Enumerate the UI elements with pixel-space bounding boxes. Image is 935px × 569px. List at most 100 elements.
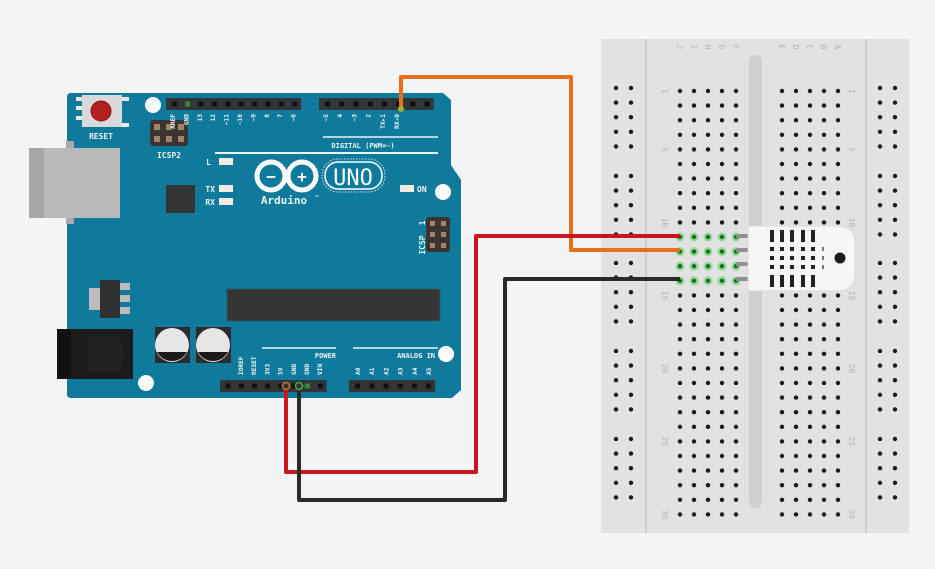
breadboard-hole[interactable]: [807, 424, 813, 429]
breadboard-hole[interactable]: [793, 453, 799, 459]
breadboard-hole[interactable]: [733, 205, 739, 210]
breadboard-hole[interactable]: [705, 176, 711, 181]
header-pin[interactable]: [225, 383, 231, 389]
rail-hole[interactable]: [892, 480, 898, 485]
breadboard-hole[interactable]: [733, 512, 739, 517]
breadboard-hole[interactable]: [821, 424, 827, 429]
breadboard-hole[interactable]: [807, 395, 813, 400]
header-pin[interactable]: [369, 383, 375, 389]
breadboard-hole[interactable]: [807, 132, 813, 137]
breadboard-hole[interactable]: [807, 497, 813, 502]
rail-hole[interactable]: [628, 173, 634, 179]
red-power-wire[interactable]: [284, 234, 680, 474]
breadboard-hole[interactable]: [793, 147, 799, 152]
breadboard-hole[interactable]: [705, 278, 711, 283]
breadboard-hole[interactable]: [691, 205, 697, 210]
rail-hole[interactable]: [628, 85, 634, 91]
rail-hole[interactable]: [613, 407, 619, 412]
breadboard-hole[interactable]: [705, 483, 711, 488]
breadboard-hole[interactable]: [793, 132, 799, 137]
breadboard-hole[interactable]: [691, 351, 697, 356]
header-pin[interactable]: [238, 383, 244, 389]
breadboard-hole[interactable]: [677, 264, 683, 269]
rail-hole[interactable]: [877, 260, 883, 266]
header-pin[interactable]: [339, 101, 345, 107]
breadboard-hole[interactable]: [835, 161, 841, 167]
rail-hole[interactable]: [613, 495, 619, 500]
breadboard-hole[interactable]: [821, 322, 827, 327]
breadboard-hole[interactable]: [691, 483, 697, 488]
rail-hole[interactable]: [892, 304, 898, 309]
breadboard-hole[interactable]: [677, 483, 683, 488]
breadboard-hole[interactable]: [821, 147, 827, 152]
breadboard-hole[interactable]: [677, 424, 683, 429]
breadboard-hole[interactable]: [719, 322, 725, 327]
breadboard-hole[interactable]: [705, 220, 711, 225]
breadboard-hole[interactable]: [821, 161, 827, 167]
breadboard-hole[interactable]: [719, 249, 725, 254]
breadboard-hole[interactable]: [807, 453, 813, 459]
breadboard-hole[interactable]: [807, 366, 813, 371]
breadboard-hole[interactable]: [719, 410, 725, 415]
breadboard-hole[interactable]: [835, 512, 841, 517]
rail-hole[interactable]: [892, 275, 898, 280]
breadboard-hole[interactable]: [705, 249, 711, 254]
rail-hole[interactable]: [613, 466, 619, 471]
breadboard-hole[interactable]: [807, 307, 813, 313]
rail-hole[interactable]: [613, 363, 619, 368]
breadboard-hole[interactable]: [807, 118, 813, 123]
breadboard-hole[interactable]: [793, 337, 799, 342]
breadboard-hole[interactable]: [677, 395, 683, 400]
breadboard-hole[interactable]: [691, 453, 697, 459]
breadboard-hole[interactable]: [821, 351, 827, 356]
rail-hole[interactable]: [892, 203, 898, 208]
rail-hole[interactable]: [613, 144, 619, 149]
breadboard-hole[interactable]: [835, 468, 841, 473]
breadboard-hole[interactable]: [691, 337, 697, 342]
breadboard-hole[interactable]: [691, 220, 697, 225]
rail-hole[interactable]: [892, 466, 898, 471]
breadboard-hole[interactable]: [807, 220, 813, 225]
rail-hole[interactable]: [892, 100, 898, 105]
breadboard-hole[interactable]: [793, 118, 799, 123]
breadboard-hole[interactable]: [691, 410, 697, 415]
rail-hole[interactable]: [628, 100, 634, 105]
breadboard-hole[interactable]: [835, 103, 841, 108]
breadboard-hole[interactable]: [677, 307, 683, 313]
breadboard-hole[interactable]: [705, 366, 711, 371]
breadboard-hole[interactable]: [821, 453, 827, 459]
header-pin[interactable]: [318, 383, 323, 389]
rail-hole[interactable]: [628, 451, 634, 456]
breadboard-hole[interactable]: [807, 205, 813, 210]
rail-hole[interactable]: [628, 217, 634, 222]
breadboard-hole[interactable]: [835, 483, 841, 488]
breadboard-hole[interactable]: [807, 439, 813, 444]
breadboard-hole[interactable]: [719, 380, 725, 386]
rail-hole[interactable]: [613, 217, 619, 222]
rail-hole[interactable]: [628, 348, 634, 354]
breadboard-hole[interactable]: [691, 249, 697, 254]
breadboard-hole[interactable]: [793, 439, 799, 444]
breadboard-hole[interactable]: [807, 293, 813, 298]
breadboard-hole[interactable]: [691, 88, 697, 94]
rail-hole[interactable]: [877, 304, 883, 309]
rail-hole[interactable]: [613, 129, 619, 134]
reset-button[interactable]: [76, 95, 129, 127]
breadboard-hole[interactable]: [691, 191, 697, 196]
breadboard-hole[interactable]: [793, 322, 799, 327]
header-pin[interactable]: [225, 101, 231, 107]
breadboard-hole[interactable]: [779, 88, 785, 94]
rail-hole[interactable]: [628, 144, 634, 149]
breadboard-hole[interactable]: [705, 205, 711, 210]
header-pin[interactable]: [353, 101, 359, 107]
rail-hole[interactable]: [628, 188, 634, 193]
breadboard-hole[interactable]: [779, 147, 785, 152]
breadboard-hole[interactable]: [821, 337, 827, 342]
breadboard-hole[interactable]: [793, 424, 799, 429]
breadboard-hole[interactable]: [719, 293, 725, 298]
rail-hole[interactable]: [613, 173, 619, 179]
rail-hole[interactable]: [613, 85, 619, 91]
breadboard-hole[interactable]: [793, 366, 799, 371]
header-pin[interactable]: [396, 101, 402, 107]
